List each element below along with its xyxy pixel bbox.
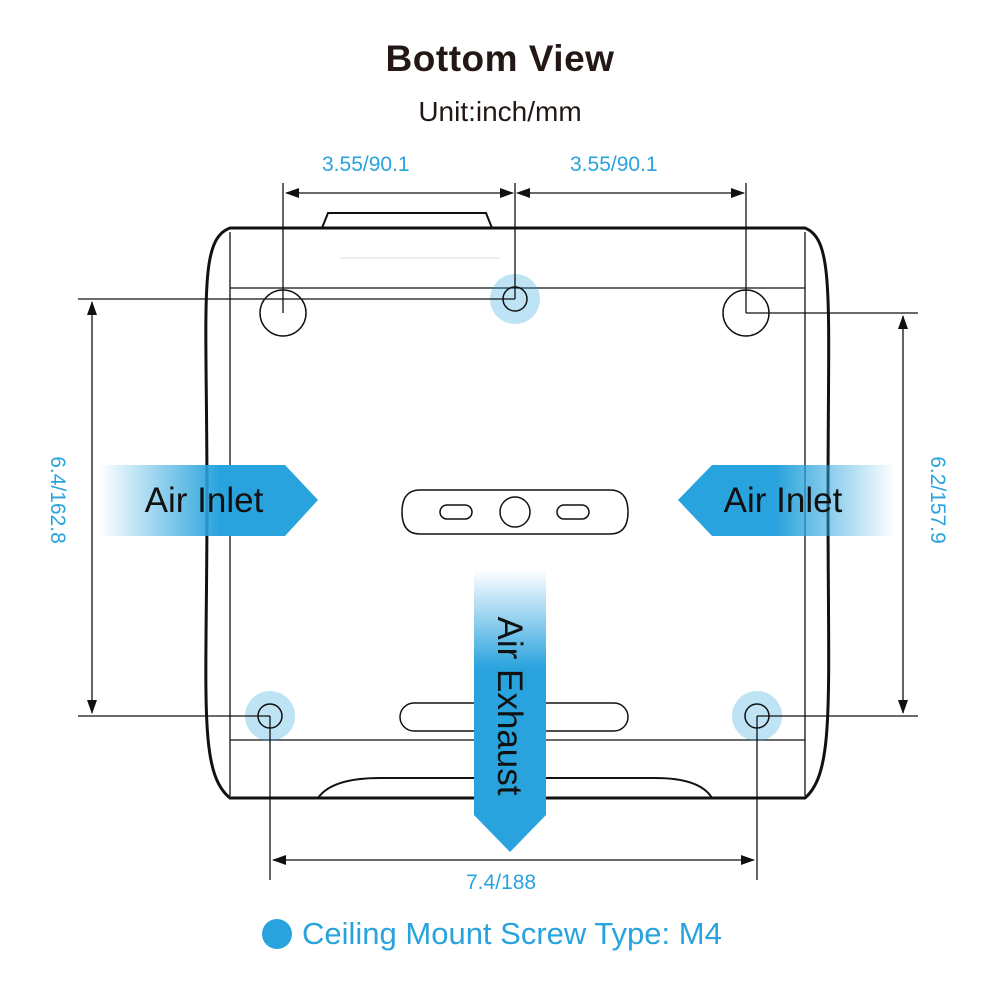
dim-label-right: 6.2/157.9 [926,456,949,544]
device-body [204,226,831,800]
air-inlet-right-label: Air Inlet [724,481,843,520]
air-exhaust-arrow: Air Exhaust [474,570,546,852]
legend: Ceiling Mount Screw Type: M4 [262,912,722,956]
dim-label-left: 6.4/162.8 [46,456,69,544]
dim-label-top-right: 3.55/90.1 [570,153,658,176]
legend-text: Ceiling Mount Screw Type: M4 [302,916,722,951]
air-inlet-right-arrow: Air Inlet [678,465,895,536]
unit-label: Unit:inch/mm [418,96,582,127]
top-tab [321,212,493,229]
dim-label-top-left: 3.55/90.1 [322,153,410,176]
mount-screw-legend-icon [262,919,292,949]
air-inlet-left-arrow: Air Inlet [100,465,318,536]
air-inlet-left-label: Air Inlet [145,481,264,520]
center-mount-plate [401,489,629,535]
air-exhaust-label: Air Exhaust [490,617,529,796]
dim-label-bottom: 7.4/188 [466,871,537,894]
diagram-title: Bottom View [385,38,615,79]
